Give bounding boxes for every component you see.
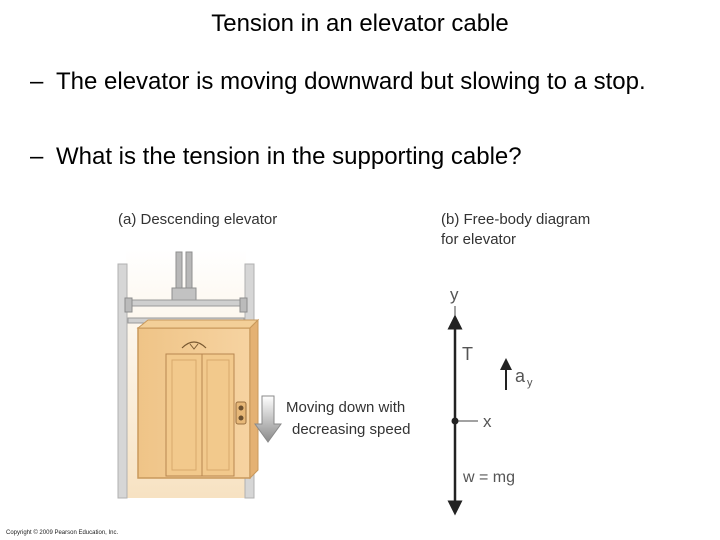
figure-b-label: (b) Free-body diagram <box>441 211 591 228</box>
floor-indicator <box>181 341 207 349</box>
acceleration-label: a <box>515 366 526 386</box>
figure-b-label-line2: for elevator <box>441 231 517 248</box>
floor-indicator-arrow <box>189 343 199 350</box>
cable-clamp <box>171 287 197 301</box>
door-left-panel <box>171 359 197 471</box>
motion-arrow-icon <box>254 395 282 443</box>
motion-label-line2: decreasing speed <box>292 421 411 438</box>
figure-a-label: (a) Descending elevator <box>118 211 278 228</box>
body-point <box>451 417 459 425</box>
acceleration-subscript: y <box>527 377 533 389</box>
call-button-up <box>238 405 244 411</box>
y-axis-label: y <box>450 285 459 304</box>
guide-shoe-left <box>124 297 133 313</box>
bullet-dash: – <box>30 68 44 95</box>
call-button-down <box>238 415 244 421</box>
copyright-notice: Copyright © 2009 Pearson Education, Inc. <box>6 530 119 536</box>
motion-label-line1: Moving down with <box>286 399 406 416</box>
x-axis-label: x <box>483 412 492 431</box>
weight-label: w = mg <box>462 469 515 486</box>
door-right-panel <box>206 359 230 471</box>
car-frame-top <box>127 299 245 307</box>
car-roof <box>136 319 260 329</box>
bullet-dash: – <box>30 143 44 170</box>
shaft-wall-left <box>117 263 128 499</box>
bullet-text: What is the tension in the supporting ca… <box>56 143 522 170</box>
door-left <box>165 353 203 477</box>
bullet-2: – What is the tension in the supporting … <box>30 142 696 171</box>
slide-title: Tension in an elevator cable <box>211 10 509 37</box>
tension-label: T <box>462 344 473 364</box>
bullet-1: – The elevator is moving downward but sl… <box>30 67 696 96</box>
button-panel <box>235 401 247 425</box>
car-side <box>249 318 259 480</box>
bullet-text: The elevator is moving downward but slow… <box>56 68 646 95</box>
guide-shoe-right <box>239 297 248 313</box>
